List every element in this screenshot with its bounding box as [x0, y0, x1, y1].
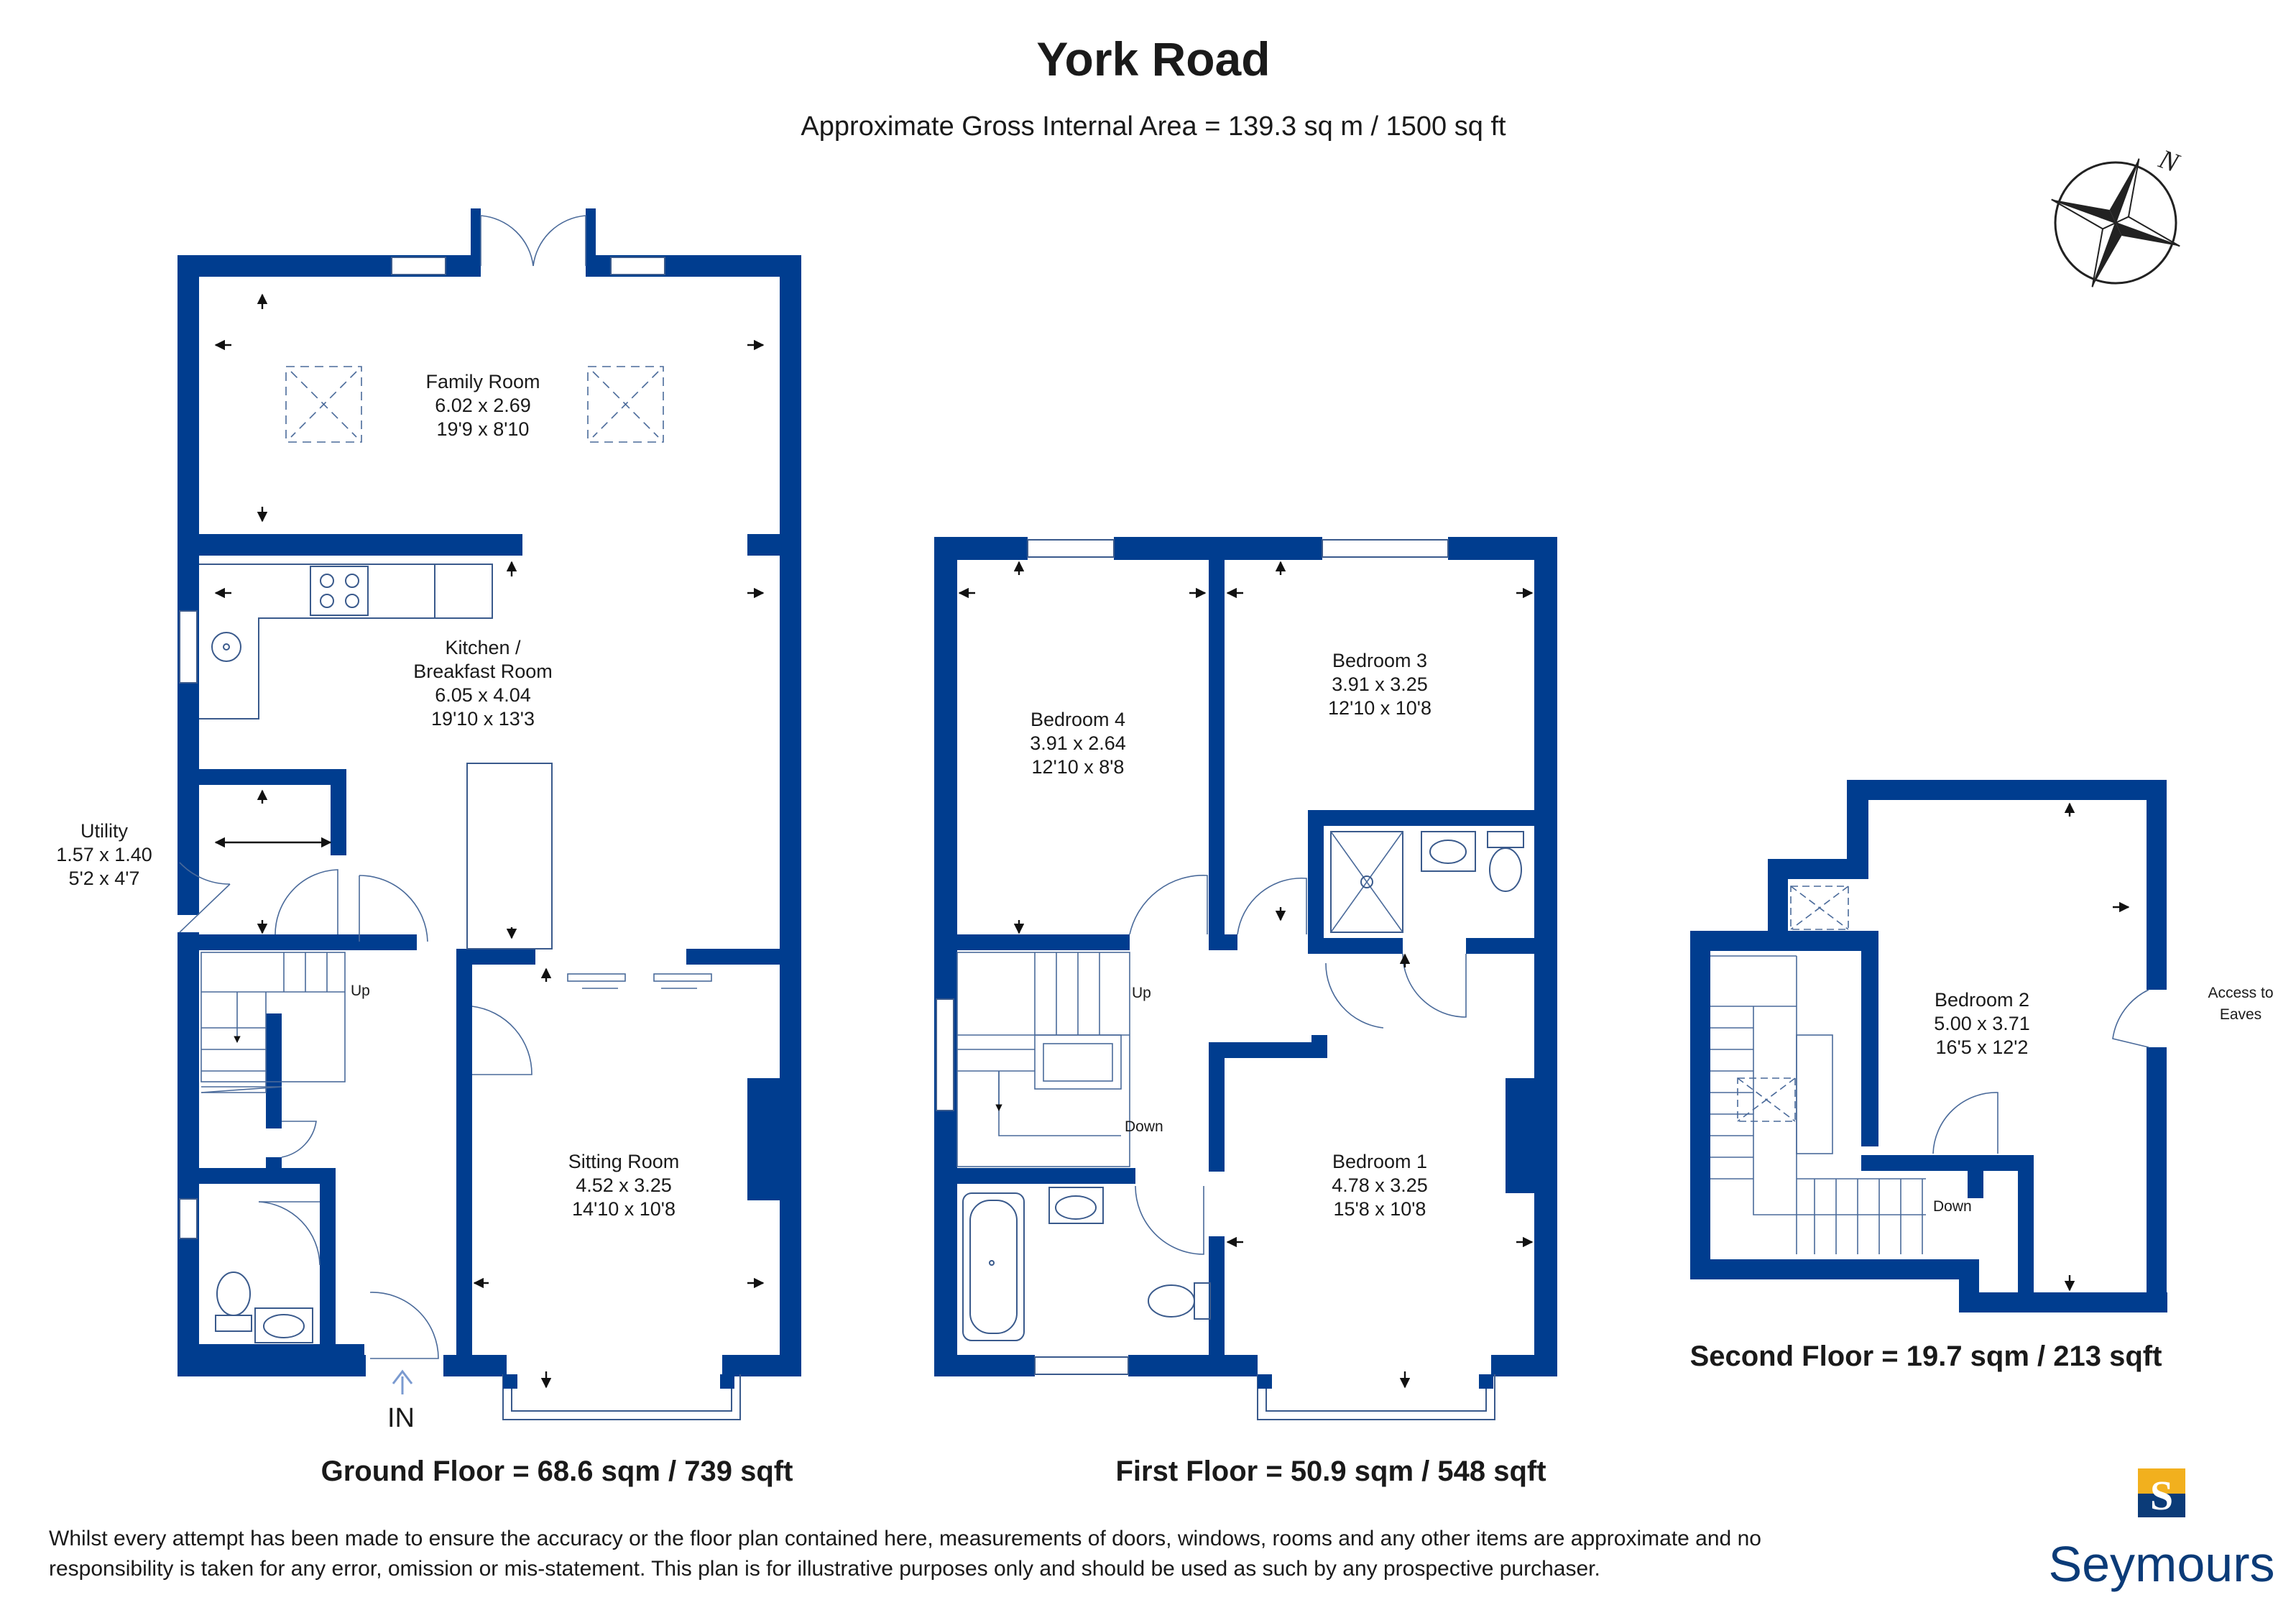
gross-area-subtitle: Approximate Gross Internal Area = 139.3 …	[801, 111, 1506, 142]
kitchen-name-line2: Breakfast Room	[413, 661, 553, 682]
family-room-imperial: 19'9 x 8'10	[437, 418, 530, 440]
ground-stairs-up-label: Up	[351, 983, 370, 999]
ground-floor-plan	[177, 208, 801, 1420]
bedroom3-metric: 3.91 x 3.25	[1332, 673, 1428, 695]
kitchen-name-line1: Kitchen /	[445, 637, 521, 658]
first-floor-summary: First Floor = 50.9 sqm / 548 sqft	[1115, 1456, 1546, 1487]
logo-letter: S	[2150, 1472, 2173, 1519]
page-title: York Road	[1036, 32, 1270, 86]
seymours-logo: S Seymours	[2048, 1468, 2275, 1592]
first-stairs-up-label: Up	[1132, 985, 1151, 1001]
bedroom2-imperial: 16'5 x 12'2	[1936, 1036, 2029, 1058]
family-room-metric: 6.02 x 2.69	[435, 395, 531, 416]
first-stairs-down-label: Down	[1125, 1118, 1163, 1135]
bedroom1-metric: 4.78 x 3.25	[1332, 1174, 1428, 1196]
bedroom4-metric: 3.91 x 2.64	[1030, 732, 1126, 754]
ground-floor-summary: Ground Floor = 68.6 sqm / 739 sqft	[321, 1456, 793, 1487]
compass-rose-icon: N	[2051, 144, 2185, 288]
bedroom3-name: Bedroom 3	[1332, 650, 1427, 671]
bedroom3-imperial: 12'10 x 10'8	[1328, 697, 1431, 719]
bedroom2-name: Bedroom 2	[1935, 989, 2029, 1011]
sitting-room-imperial: 14'10 x 10'8	[572, 1198, 676, 1220]
entrance-label: IN	[387, 1403, 415, 1433]
bedroom2-metric: 5.00 x 3.71	[1934, 1013, 2030, 1034]
sitting-room-name: Sitting Room	[568, 1151, 680, 1172]
kitchen-metric: 6.05 x 4.04	[435, 684, 531, 706]
compass-north-label: N	[2154, 144, 2185, 179]
bedroom1-imperial: 15'8 x 10'8	[1334, 1198, 1426, 1220]
eaves-access-line2: Eaves	[2220, 1006, 2262, 1023]
bedroom1-name: Bedroom 1	[1332, 1151, 1427, 1172]
disclaimer-line2: responsibility is taken for any error, o…	[49, 1557, 1600, 1581]
eaves-access-line1: Access to	[2208, 985, 2273, 1001]
utility-name: Utility	[80, 820, 128, 842]
bedroom4-name: Bedroom 4	[1031, 709, 1125, 730]
utility-metric: 1.57 x 1.40	[56, 844, 152, 865]
first-floor-plan	[934, 537, 1557, 1420]
bedroom4-imperial: 12'10 x 8'8	[1032, 756, 1125, 778]
family-room-name: Family Room	[425, 371, 540, 392]
kitchen-imperial: 19'10 x 13'3	[431, 708, 535, 730]
second-floor-plan	[1690, 780, 2167, 1312]
utility-imperial: 5'2 x 4'7	[69, 868, 140, 889]
brand-name: Seymours	[2048, 1536, 2274, 1592]
second-floor-summary: Second Floor = 19.7 sqm / 213 sqft	[1690, 1341, 2162, 1372]
disclaimer-line1: Whilst every attempt has been made to en…	[49, 1527, 1761, 1550]
sitting-room-metric: 4.52 x 3.25	[576, 1174, 672, 1196]
second-stairs-down-label: Down	[1933, 1198, 1972, 1215]
